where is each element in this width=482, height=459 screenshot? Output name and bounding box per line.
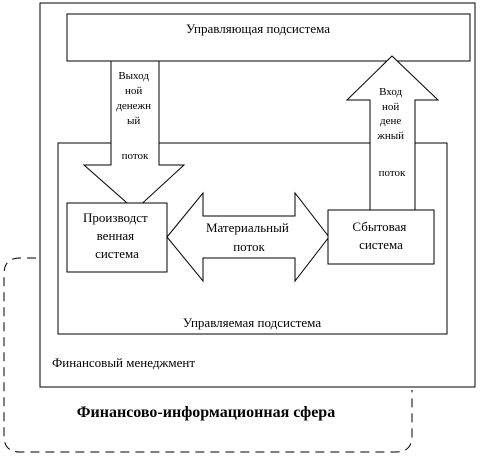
sales-system-box [327,209,435,265]
incoming-flow-line: Вход [379,86,402,98]
production-system-line: Производст [83,210,148,225]
production-system-line: система [95,246,139,261]
control-subsystem-box [66,13,471,62]
managed-subsystem-frame [57,142,448,335]
financial-management-label: Финансовый менеджмент [52,355,195,370]
control-subsystem-label: Управляющая подсистема [186,21,330,36]
production-system-box [66,202,168,273]
sales-system-label: Сбытовая система [352,219,409,252]
outgoing-flow-line: денежн [116,100,151,112]
production-system-label: Производст венная система [83,210,151,261]
managed-subsystem-label: Управляемая подсистема [183,315,321,330]
outgoing-flow-line: поток [122,150,149,162]
material-flow-line: поток [233,239,265,254]
incoming-flow-line: ной [382,101,399,113]
production-system-line: венная [97,228,135,243]
info-sphere-label: Финансово-информационная сфера [77,404,335,421]
incoming-flow-line: дене [380,115,401,127]
incoming-flow-label: Вход ной дене жный поток [376,86,407,179]
outgoing-flow-line: ый [127,115,140,127]
incoming-flow-line: жный [376,130,404,142]
sales-system-line: система [359,237,403,252]
outgoing-flow-line: ной [125,85,142,97]
info-sphere-frame [3,257,413,453]
outgoing-flow-line: Выход [118,70,149,82]
outgoing-flow-label: Выход ной денежн ый поток [116,70,154,162]
incoming-flow-line: поток [379,167,406,179]
outgoing-money-flow-arrow [82,60,186,211]
sales-system-line: Сбытовая [352,219,406,234]
material-flow-label: Материальный поток [206,220,292,254]
material-flow-line: Материальный [206,220,289,235]
